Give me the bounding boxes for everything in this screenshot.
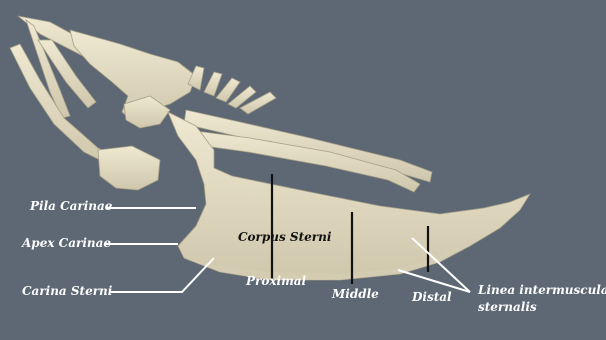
label-proximal: Proximal: [246, 274, 306, 288]
label-corpus-sterni: Corpus Sterni: [238, 230, 331, 244]
label-sternalis: sternalis: [478, 300, 537, 314]
label-apex-carinae: Apex Carinae: [22, 236, 111, 250]
label-middle: Middle: [332, 287, 379, 301]
label-carina-sterni: Carina Sterni: [22, 284, 112, 298]
label-linea-intermuscularis: Linea intermuscularis: [478, 283, 606, 297]
label-pila-carinae: Pila Carinae: [30, 199, 112, 213]
label-distal: Distal: [412, 290, 452, 304]
